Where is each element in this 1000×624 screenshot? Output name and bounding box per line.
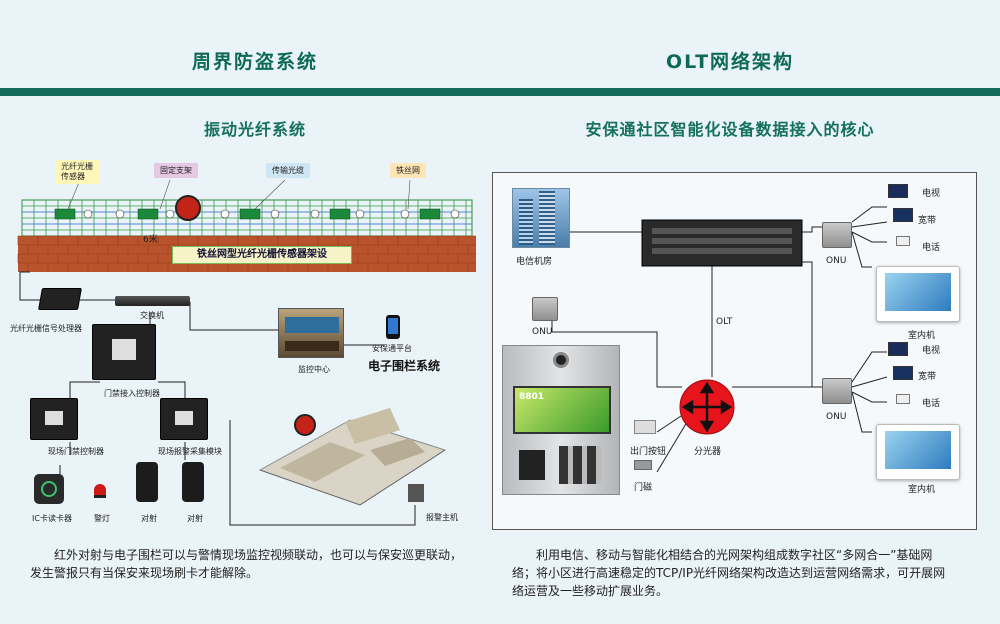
broadband-label-2: 宽带 [918, 372, 937, 382]
fiber-sensors [54, 208, 441, 220]
phone-icon-2 [896, 394, 910, 404]
alarm-module-label: 现场报警采集模块 [158, 447, 222, 456]
olt-label: OLT [716, 317, 733, 327]
tag-fiber-sensor: 光纤光栅 传感器 [55, 160, 99, 184]
monitor-center-label: 监控中心 [298, 365, 330, 374]
right-main-title: OLT网络架构 [665, 51, 795, 73]
wall-banner: 铁丝网型光纤光栅传感器架设 [172, 246, 352, 264]
processor-label: 光纤光栅信号处理器 [10, 324, 82, 333]
compound-illustration [258, 408, 447, 506]
switch-device [115, 296, 190, 306]
onu-label-top: ONU [826, 256, 847, 266]
telecom-building-image [512, 188, 570, 248]
alarm-light-label: 警灯 [94, 514, 110, 523]
right-description: 利用电信、移动与智能化相结合的光网架构组成数字社区“多网合一”基础网络；将小区进… [512, 548, 946, 598]
beam-device-1 [136, 462, 158, 502]
beam-device-2 [182, 462, 204, 502]
field-controller-label: 现场门禁控制器 [48, 447, 104, 456]
onu-device-bottom [822, 378, 852, 404]
tv-icon-2 [888, 342, 908, 356]
tv-label-2: 电视 [922, 346, 941, 356]
tag-transmission-cable: 传输光缆 [266, 163, 310, 178]
onu-label-left: ONU [532, 327, 553, 337]
indoor-label-2: 室内机 [908, 485, 936, 495]
splitter-label: 分光器 [694, 447, 722, 457]
door-magnet-device [634, 460, 652, 470]
door-magnet-label: 门磁 [634, 483, 653, 493]
header-bar [0, 88, 1000, 96]
exit-button-device [634, 420, 656, 434]
left-diagram [17, 179, 476, 526]
alarm-module-device [160, 398, 208, 440]
distance-label: 6米 [143, 235, 158, 245]
fence-mesh [21, 199, 473, 237]
alarm-light-device [94, 484, 106, 498]
alarm-host-label: 报警主机 [426, 513, 458, 522]
broadband-label-1: 宽带 [918, 216, 937, 226]
access-controller-label: 门禁接入控制器 [104, 389, 160, 398]
right-subtitle: 安保通社区智能化设备数据接入的核心 [585, 120, 875, 139]
telecom-label: 电信机房 [516, 257, 553, 267]
fence-alarm-lamp [175, 195, 201, 221]
field-controller-device [30, 398, 78, 440]
broadband-icon-1 [893, 208, 913, 222]
phone-label-2: 电话 [922, 399, 941, 409]
onu-label-bottom: ONU [826, 412, 847, 422]
indoor-unit-1 [876, 266, 960, 322]
exit-button-label: 出门按钮 [630, 447, 667, 457]
monitor-center-image [278, 308, 344, 358]
card-reader-label: IC卡读卡器 [32, 514, 72, 523]
tag-fixed-bracket: 固定支架 [154, 163, 198, 178]
tv-label-1: 电视 [922, 189, 941, 199]
onu-device-left [532, 297, 558, 321]
indoor-label-1: 室内机 [908, 331, 936, 341]
switch-label: 交换机 [140, 311, 164, 320]
electronic-fence-title: 电子围栏系统 [368, 359, 441, 373]
tv-icon-1 [888, 184, 908, 198]
beam-label-1: 对射 [141, 514, 157, 523]
beam-label-2: 对射 [187, 514, 203, 523]
phone-icon-1 [896, 236, 910, 246]
broadband-icon-2 [893, 366, 913, 380]
platform-label: 安保通平台 [372, 344, 412, 353]
tag-wire-mesh: 铁丝网 [390, 163, 426, 178]
onu-device-top [822, 222, 852, 248]
intercom-screen-text: 8801 [519, 392, 545, 402]
olt-diagram [551, 206, 888, 473]
card-reader-device [34, 474, 64, 504]
door-intercom-panel: 8801 [502, 345, 620, 495]
phone-device [386, 315, 400, 339]
processor-device [38, 288, 82, 310]
left-description: 红外对射与电子围栏可以与警情现场监控视频联动，也可以与保安巡更联动，发生警报只有… [30, 548, 463, 580]
indoor-unit-2 [876, 424, 960, 480]
left-subtitle: 振动光纤系统 [203, 120, 306, 139]
left-main-title: 周界防盗系统 [191, 51, 318, 73]
phone-label-1: 电话 [922, 243, 941, 253]
access-controller-device [92, 324, 156, 380]
